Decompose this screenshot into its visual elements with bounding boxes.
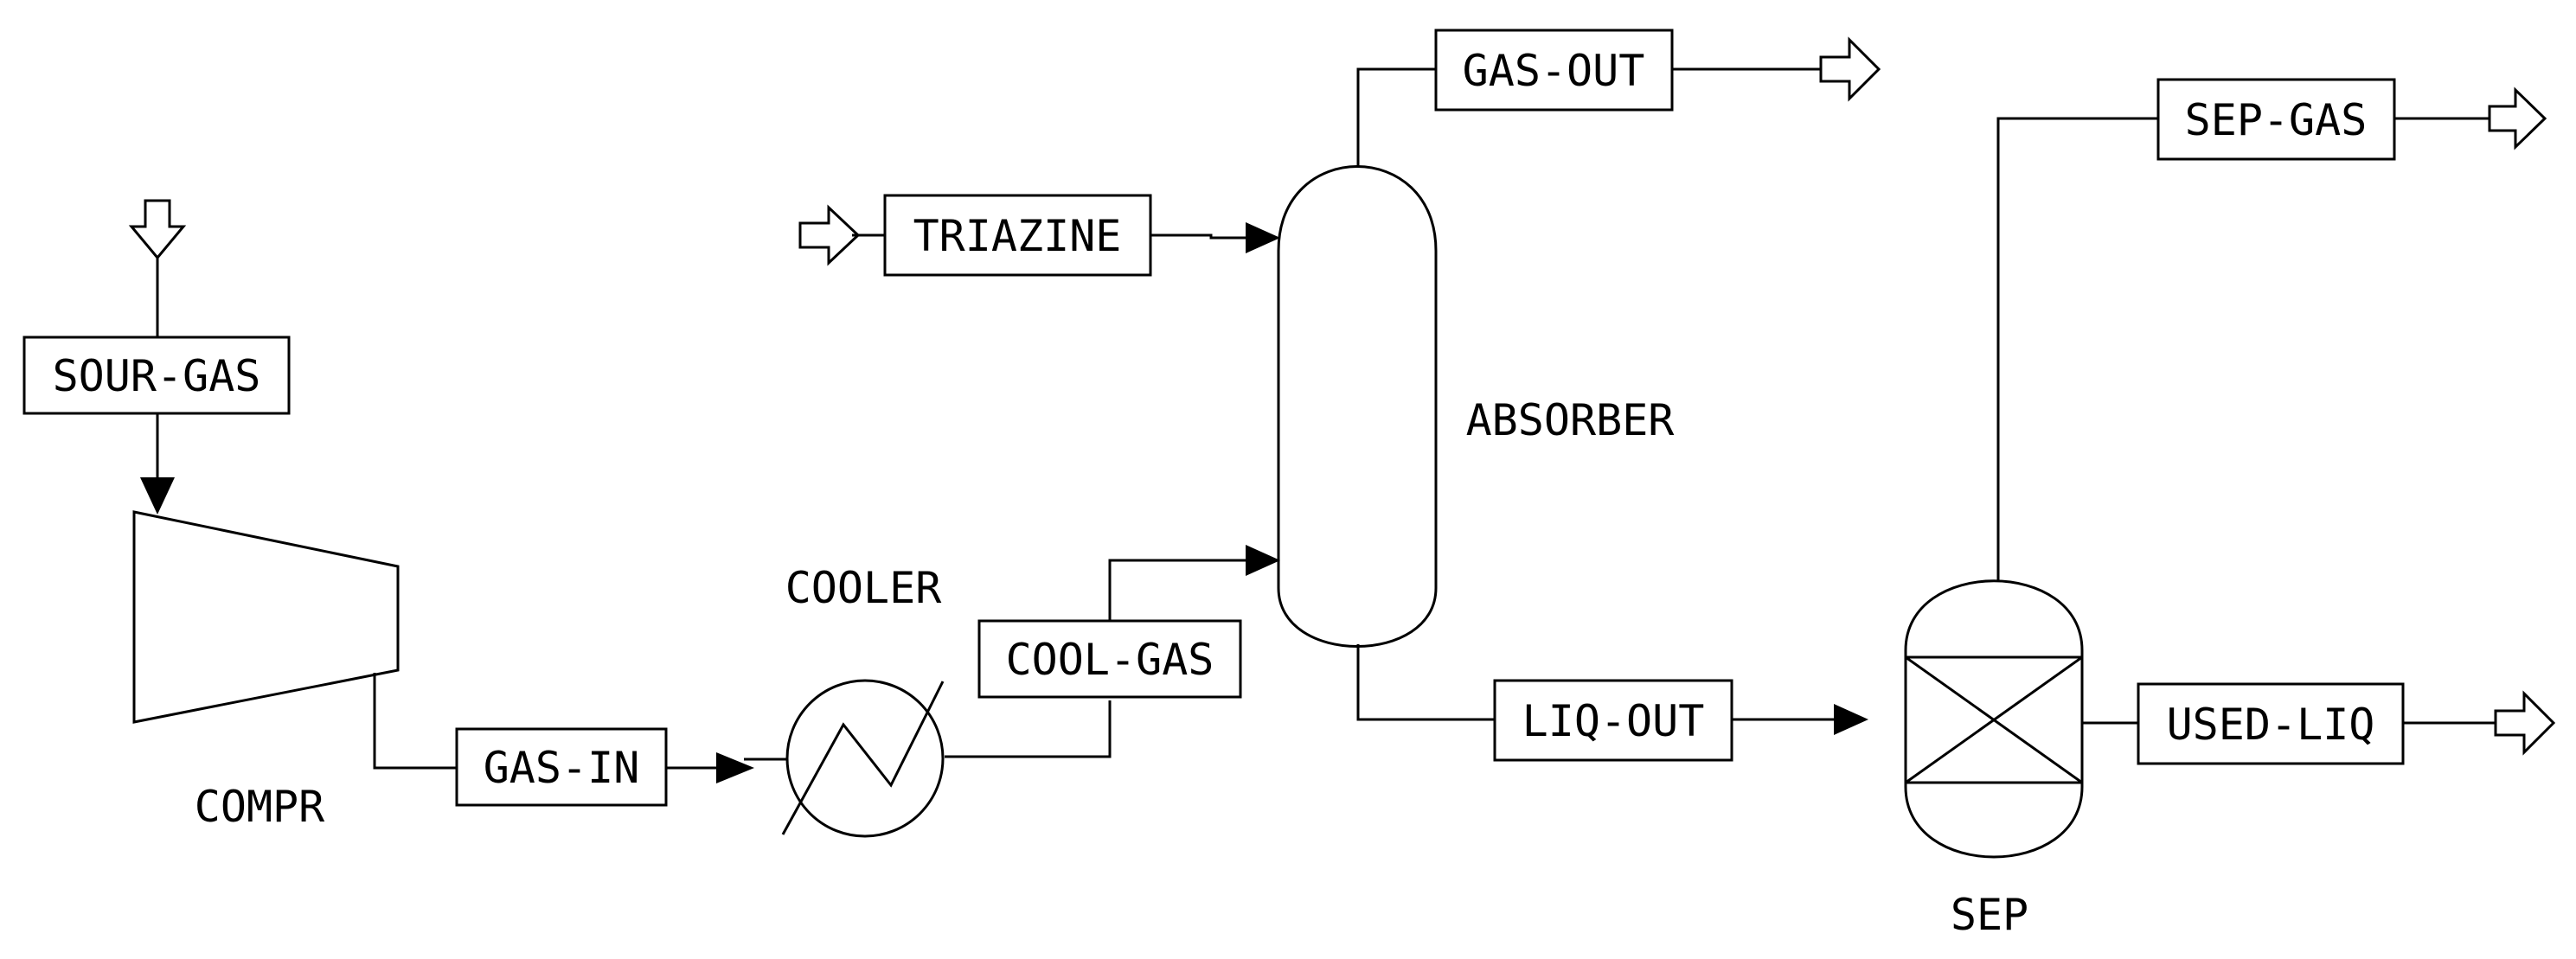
stream-cool-gas: COOL-GAS [977, 619, 1242, 699]
stream-label: SEP-GAS [2185, 95, 2368, 145]
stream-label: SOUR-GAS [53, 351, 261, 401]
unit-label-absorber: ABSORBER [1466, 395, 1676, 445]
compr-outlet-line [373, 673, 457, 770]
absorber-bottom-line [1356, 644, 1495, 721]
stream-box [977, 619, 1242, 699]
unit-label-compressor: COMPR [195, 782, 325, 832]
stream-box [455, 727, 668, 807]
arrowhead-right [716, 752, 754, 783]
stream-label: LIQ-OUT [1522, 696, 1705, 746]
stream-box [22, 336, 291, 415]
absorber-column-shape [1277, 165, 1438, 648]
stream-box [2156, 78, 2396, 161]
flow-arrowheads [140, 222, 1868, 783]
unit-label-cooler: COOLER [785, 563, 943, 613]
stream-label: GAS-IN [484, 743, 640, 793]
stream-box [883, 194, 1152, 277]
stream-label: COOL-GAS [1006, 635, 1214, 685]
feed-arrow-icon [798, 204, 861, 266]
arrowhead-right [1246, 545, 1280, 576]
triazine-line [1150, 233, 1246, 240]
cooler-shape [781, 679, 945, 838]
stream-box [1434, 29, 1674, 112]
sep-top-line [1996, 117, 2158, 581]
cool-gas-line [1108, 559, 1246, 621]
stream-box [1493, 679, 1733, 762]
feed-arrow-icon [128, 199, 187, 260]
separator-shape [1904, 579, 2084, 859]
arrowhead-down [140, 477, 175, 515]
stream-gas-out: GAS-OUT [1434, 29, 1674, 112]
stream-sour-gas: SOUR-GAS [22, 336, 291, 415]
stream-liq-out: LIQ-OUT [1493, 679, 1733, 762]
product-arrow-icon [2488, 86, 2547, 150]
compressor-shape [132, 510, 400, 724]
product-arrow-icon [1819, 36, 1881, 102]
stream-gas-in: GAS-IN [455, 727, 668, 807]
unit-label-separator: SEP [1951, 890, 2028, 940]
connection-lines [156, 67, 2496, 770]
stream-sep-gas: SEP-GAS [2156, 78, 2396, 161]
stream-label: TRIAZINE [913, 211, 1122, 261]
stream-used-liq: USED-LIQ [2137, 682, 2405, 765]
absorber-top-line [1356, 67, 1436, 166]
stream-triazine: TRIAZINE [883, 194, 1152, 277]
stream-label: USED-LIQ [2167, 700, 2375, 750]
stream-box [2137, 682, 2405, 765]
arrowhead-right [1246, 222, 1280, 253]
cooler-outlet-line [945, 700, 1112, 758]
arrowhead-right [1834, 704, 1868, 735]
product-arrow-icon [2494, 690, 2556, 756]
stream-label: GAS-OUT [1463, 46, 1645, 96]
